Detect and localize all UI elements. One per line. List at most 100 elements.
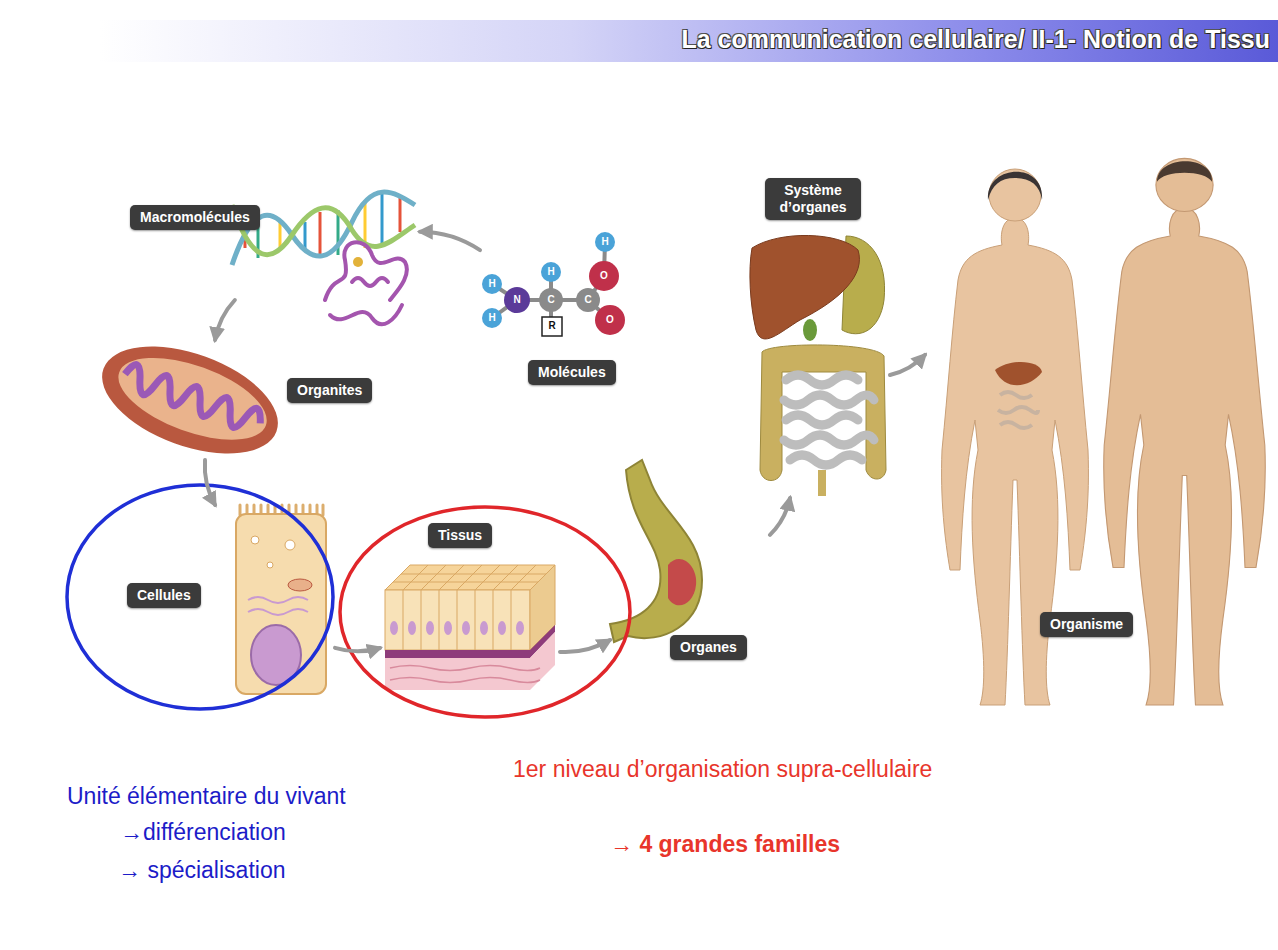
level-label: Cellules	[127, 583, 201, 608]
protein	[325, 242, 407, 324]
connective-layer	[385, 632, 555, 690]
atom-symbol: N	[510, 293, 524, 307]
atom-symbol: R	[545, 319, 559, 333]
mitochondrion-small	[288, 579, 312, 591]
atom-symbol: H	[485, 277, 499, 291]
dna-rung	[304, 222, 307, 250]
protein-chain	[325, 242, 407, 300]
flow-arrow	[335, 648, 380, 651]
atom	[595, 305, 625, 335]
level-region: Organes	[610, 455, 770, 662]
level-label: Organites	[287, 378, 372, 403]
note-text: Unité élémentaire du vivant	[67, 782, 346, 810]
outer-membrane	[88, 325, 292, 474]
nucleus	[390, 621, 398, 635]
metal-ion	[353, 257, 363, 267]
vesicle	[251, 536, 259, 544]
atom-symbol: H	[485, 311, 499, 325]
small-intestine	[784, 375, 874, 465]
level-label: Organisme	[1040, 612, 1133, 637]
flow-arrow	[890, 355, 925, 375]
nucleus	[516, 621, 524, 635]
level-region: Macromolécules	[128, 188, 420, 300]
level-region: Organisme	[925, 145, 1272, 712]
dna-helix	[232, 192, 415, 265]
vesicle	[267, 562, 273, 568]
fibers	[390, 666, 540, 683]
dna-rung	[381, 192, 384, 245]
level-label: Système d’organes	[765, 178, 861, 220]
matrix	[108, 341, 277, 456]
nucleus	[498, 621, 506, 635]
mitochondrion	[88, 325, 292, 474]
tissue	[385, 565, 555, 690]
atom-symbol: H	[598, 235, 612, 249]
cristae	[120, 362, 264, 436]
atom	[482, 308, 502, 328]
level-label: Organes	[670, 635, 747, 660]
nucleus	[462, 621, 470, 635]
atom	[595, 232, 615, 252]
hair	[1157, 161, 1212, 182]
note-text: 1er niveau d’organisation supra-cellulai…	[513, 755, 932, 783]
flow-arrow	[560, 640, 610, 652]
flow-arrow	[770, 498, 790, 535]
atom	[482, 274, 502, 294]
stomach-body	[610, 460, 702, 642]
highlight-circle	[67, 485, 333, 709]
nuclei	[390, 621, 524, 635]
note-text: → spécialisation	[118, 856, 285, 884]
highlight-circle	[340, 507, 630, 717]
tissue-front	[385, 590, 530, 650]
cell-borders	[403, 590, 511, 650]
cell-borders	[393, 565, 547, 590]
note-text: → 4 grandes familles	[610, 830, 840, 858]
colon	[760, 345, 886, 481]
rectum	[818, 470, 826, 496]
level-region: Organites	[100, 340, 395, 460]
hair	[988, 172, 1042, 200]
cell	[236, 505, 326, 694]
intestines	[998, 392, 1038, 428]
nucleus	[426, 621, 434, 635]
vesicle	[285, 540, 295, 550]
level-label: Molécules	[528, 360, 616, 385]
tissue-top	[385, 565, 555, 590]
flow-arrow	[205, 460, 215, 505]
nucleus	[408, 621, 416, 635]
liver	[995, 362, 1042, 385]
level-label: Tissus	[428, 523, 492, 548]
amino-acid	[482, 232, 625, 336]
stomach-mucosa	[668, 559, 696, 605]
atom	[539, 288, 563, 312]
atom	[504, 287, 530, 313]
gallbladder	[803, 319, 817, 341]
nucleus	[444, 621, 452, 635]
atom	[589, 261, 619, 291]
note-text: →différenciation	[120, 818, 286, 846]
level-label: Macromolécules	[130, 205, 260, 230]
basal-lamina	[385, 625, 555, 658]
protein-helix	[352, 278, 388, 286]
atom-symbol: C	[581, 293, 595, 307]
atom	[541, 262, 561, 282]
nucleus	[480, 621, 488, 635]
slide-title: La communication cellulaire/ II-1- Notio…	[681, 25, 1270, 54]
dna-rung	[399, 198, 402, 232]
level-region: Tissus	[380, 520, 560, 692]
dna-rung	[319, 212, 322, 258]
dna-strand	[232, 192, 415, 265]
level-region: Cellules	[122, 505, 335, 698]
level-region: Système d’organes	[748, 175, 890, 498]
dna-rung	[279, 222, 282, 248]
atom	[576, 288, 600, 312]
atom-symbol: C	[544, 293, 558, 307]
digestive-system	[750, 235, 886, 496]
atom-symbol: H	[544, 265, 558, 279]
title-bar: La communication cellulaire/ II-1- Notio…	[100, 20, 1278, 62]
flow-arrow	[420, 232, 480, 250]
endoplasmic-reticulum	[248, 597, 308, 615]
head	[1156, 158, 1213, 211]
flow-arrow	[215, 300, 235, 340]
stomach	[610, 460, 702, 642]
